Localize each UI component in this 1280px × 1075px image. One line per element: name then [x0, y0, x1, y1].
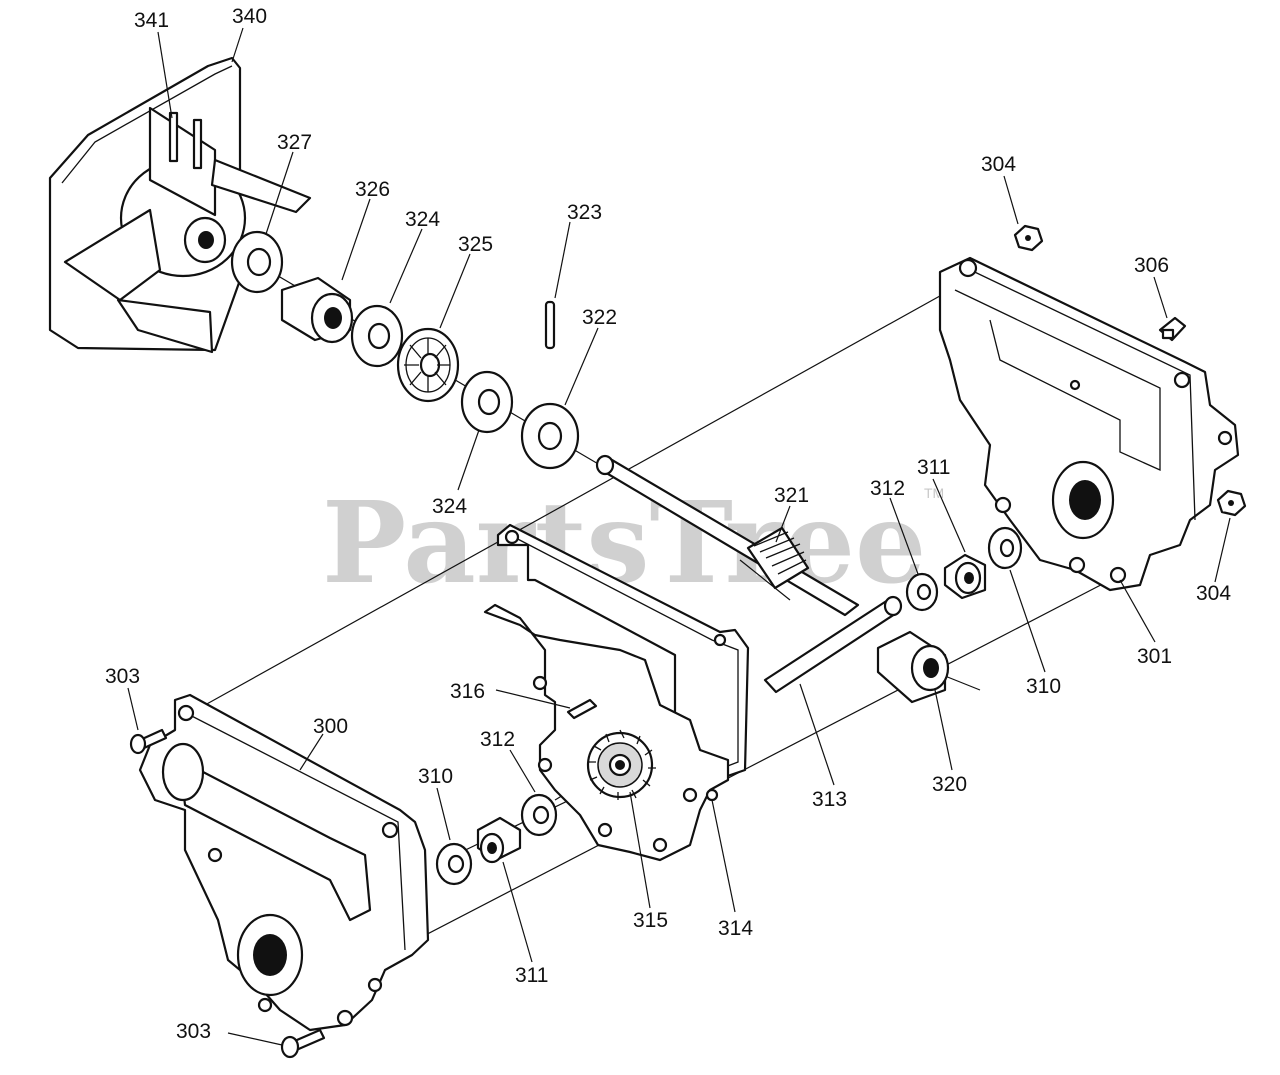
callout-315[interactable]: 315 — [633, 909, 668, 932]
grease-fitting-306-part[interactable] — [1158, 316, 1187, 342]
callout-314[interactable]: 314 — [718, 917, 753, 940]
washer-312-left-part[interactable] — [520, 793, 558, 837]
callout-310-left[interactable]: 310 — [418, 765, 453, 788]
callout-313[interactable]: 313 — [812, 788, 847, 811]
callout-341[interactable]: 341 — [134, 9, 169, 32]
callout-316[interactable]: 316 — [450, 680, 485, 703]
gear-plate-part[interactable] — [483, 603, 730, 862]
callout-325[interactable]: 325 — [458, 233, 493, 256]
coupling-320-part[interactable] — [876, 630, 950, 704]
nut-304-right-part[interactable] — [1216, 489, 1247, 517]
callout-324-lower[interactable]: 324 — [432, 495, 467, 518]
right-housing-301-part[interactable] — [938, 256, 1240, 592]
shaft-313-part[interactable] — [763, 595, 903, 694]
callout-312-left[interactable]: 312 — [480, 728, 515, 751]
watermark-trademark: TM — [924, 485, 944, 501]
washer-327-part[interactable] — [230, 230, 284, 294]
collar-322-part[interactable] — [520, 402, 580, 470]
callout-327[interactable]: 327 — [277, 131, 312, 154]
callout-324[interactable]: 324 — [405, 208, 440, 231]
callout-311-right[interactable]: 311 — [917, 456, 950, 479]
callout-340[interactable]: 340 — [232, 5, 267, 28]
pin-323-part[interactable] — [544, 300, 556, 350]
washer-310-right-part[interactable] — [987, 526, 1023, 570]
bushing-311-left-part[interactable] — [476, 816, 522, 864]
washer-324-lower-part[interactable] — [460, 370, 514, 434]
callout-312-right[interactable]: 312 — [870, 477, 905, 500]
callout-304-top[interactable]: 304 — [981, 153, 1016, 176]
screw-303-bottom-part[interactable] — [280, 1028, 326, 1059]
callout-311-left[interactable]: 311 — [515, 964, 548, 987]
callout-300[interactable]: 300 — [313, 715, 348, 738]
left-housing-300-part[interactable] — [138, 693, 430, 1032]
callout-310-right[interactable]: 310 — [1026, 675, 1061, 698]
screw-303-top-part[interactable] — [129, 728, 168, 755]
chute-bracket-part[interactable] — [48, 56, 312, 354]
callout-304-right[interactable]: 304 — [1196, 582, 1231, 605]
callout-labels: 341 340 327 326 324 325 323 322 324 304 … — [105, 5, 1231, 1043]
leader-lines — [127, 27, 1231, 1046]
washer-310-left-part[interactable] — [435, 842, 473, 886]
washer-324-upper-part[interactable] — [350, 304, 404, 368]
washer-312-right-part[interactable] — [905, 572, 939, 612]
key-316-part[interactable] — [566, 698, 598, 720]
callout-323[interactable]: 323 — [567, 201, 602, 224]
callout-301[interactable]: 301 — [1137, 645, 1172, 668]
nut-304-top-part[interactable] — [1013, 224, 1044, 252]
callout-306[interactable]: 306 — [1134, 254, 1169, 277]
callout-321[interactable]: 321 — [774, 484, 809, 507]
gear-315-part[interactable] — [586, 729, 656, 800]
bushing-311-right-part[interactable] — [943, 553, 987, 600]
callout-303-bottom[interactable]: 303 — [176, 1020, 211, 1043]
worm-shaft-321-part[interactable] — [595, 454, 860, 617]
thrust-bearing-325-part[interactable] — [396, 327, 460, 403]
callout-303-top[interactable]: 303 — [105, 665, 140, 688]
callout-322[interactable]: 322 — [582, 306, 617, 329]
callout-320[interactable]: 320 — [932, 773, 967, 796]
callout-326[interactable]: 326 — [355, 178, 390, 201]
bushing-326-part[interactable] — [280, 276, 354, 344]
